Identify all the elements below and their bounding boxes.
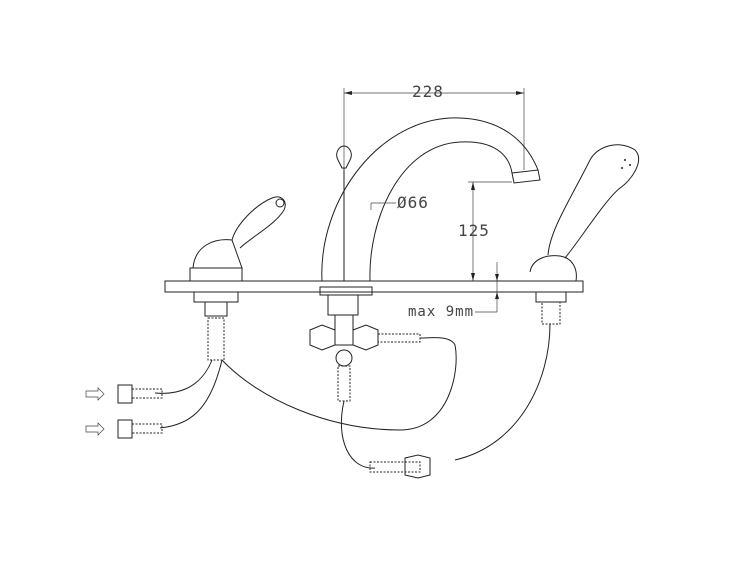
deck-thickness-label: max 9mm (408, 304, 475, 320)
spout (319, 117, 541, 296)
lever-handle (189, 196, 286, 317)
diameter-dimension-label: Ø66 (397, 193, 429, 212)
deck-plate (164, 280, 584, 293)
diameter-leader (370, 202, 396, 210)
diverter-valve (309, 294, 421, 402)
inlet-arrow-icon (85, 387, 105, 436)
hand-shower (529, 144, 640, 325)
popup-knob (336, 145, 352, 281)
reach-dimension-label: 228 (412, 82, 444, 101)
hoses (117, 317, 551, 479)
height-dimension-line (468, 181, 512, 313)
height-dimension-label: 125 (458, 221, 490, 240)
